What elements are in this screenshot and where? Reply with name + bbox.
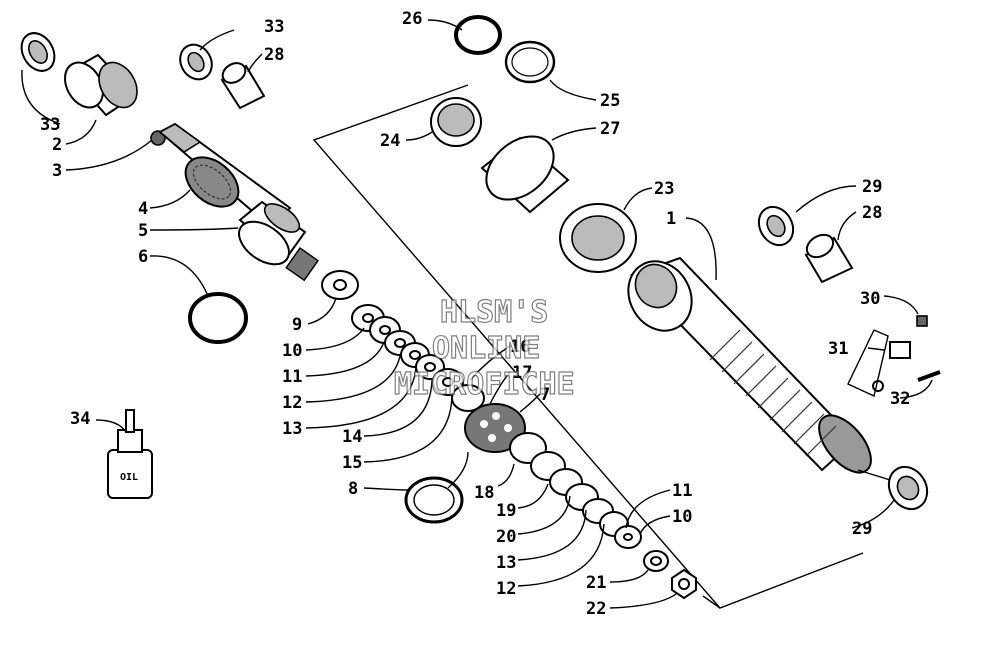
callout-11-a: 11	[282, 367, 302, 387]
callout-10-b: 10	[672, 507, 692, 527]
callout-17: 17	[512, 363, 532, 383]
callout-19: 19	[496, 501, 516, 521]
part-34-oil-bottle: OIL	[107, 409, 153, 499]
callout-16: 16	[510, 337, 530, 357]
callout-32: 32	[890, 389, 910, 409]
callout-26: 26	[402, 9, 422, 29]
watermark-line-3: MICROFICHE	[394, 367, 575, 402]
part-33-bushing-right	[179, 43, 213, 81]
part-4-bumper	[184, 156, 240, 208]
part-26-o-ring	[454, 15, 502, 55]
callout-7: 7	[540, 385, 550, 405]
callout-22: 22	[586, 599, 606, 619]
callout-3: 3	[52, 161, 62, 181]
callout-10-a: 10	[282, 341, 302, 361]
assembly-bracket	[312, 84, 864, 609]
callout-13-b: 13	[496, 553, 516, 573]
callout-14: 14	[342, 427, 362, 447]
valve-bracket	[847, 329, 889, 397]
callout-28-b: 28	[862, 203, 882, 223]
callout-28-a: 28	[264, 45, 284, 65]
part-32-screw	[917, 370, 941, 382]
part-29-bushing-upper	[757, 205, 795, 247]
part-21-washer	[643, 550, 669, 572]
callout-30: 30	[860, 289, 880, 309]
callout-29-a: 29	[862, 177, 882, 197]
callout-33-b: 33	[40, 115, 60, 135]
oil-bottle-label: OIL	[120, 472, 138, 483]
callout-25: 25	[600, 91, 620, 111]
part-30-screw	[916, 315, 928, 327]
callout-12-a: 12	[282, 393, 302, 413]
callout-24: 24	[380, 131, 400, 151]
watermark-line-1: HLSM'S	[440, 295, 548, 330]
callout-15: 15	[342, 453, 362, 473]
part-25-ring	[504, 40, 556, 84]
part-33-bushing-left	[20, 32, 56, 72]
part-5-seal-head	[238, 200, 319, 282]
watermark: HLSM'S ONLINE MICROFICHE	[393, 294, 575, 402]
callout-5: 5	[138, 221, 148, 241]
callout-8: 8	[348, 479, 358, 499]
part-2-eyelet-housing	[64, 53, 138, 117]
callout-6: 6	[138, 247, 148, 267]
callout-20: 20	[496, 527, 516, 547]
callout-labels: 33 28 33 2 3 4 5 6 9 10 11 12 13 14 15 1…	[40, 9, 910, 619]
part-29-bushing-lower	[887, 465, 929, 511]
watermark-line-2: ONLINE	[432, 331, 540, 366]
part-9-washer	[321, 270, 359, 300]
callout-9: 9	[292, 315, 302, 335]
callout-29-b: 29	[852, 519, 872, 539]
callout-12-b: 12	[496, 579, 516, 599]
callout-21: 21	[586, 573, 606, 593]
part-6-o-ring	[188, 292, 248, 344]
callout-27: 27	[600, 119, 620, 139]
part-1-spring-body	[627, 256, 872, 474]
callout-33-a: 33	[264, 17, 284, 37]
callout-4: 4	[138, 199, 148, 219]
callout-34: 34	[70, 409, 90, 429]
callout-2: 2	[52, 135, 62, 155]
part-shim-stack-lower	[509, 432, 642, 549]
callout-23: 23	[654, 179, 674, 199]
part-8-piston-ring	[404, 476, 464, 524]
part-24-cap	[430, 97, 482, 147]
callout-1: 1	[666, 209, 676, 229]
part-7-piston	[464, 403, 526, 453]
callout-13-a: 13	[282, 419, 302, 439]
part-23-spring-seat	[559, 203, 637, 273]
part-28-sleeve-left	[220, 62, 266, 110]
callout-31: 31	[828, 339, 848, 359]
part-shim-stack-upper	[351, 304, 485, 412]
part-28-sleeve-right	[804, 233, 854, 284]
part-27-reservoir-cap	[480, 135, 570, 214]
part-22-nut	[671, 568, 697, 600]
leader-lines	[21, 19, 933, 609]
callout-11-b: 11	[672, 481, 692, 501]
callout-18: 18	[474, 483, 494, 503]
